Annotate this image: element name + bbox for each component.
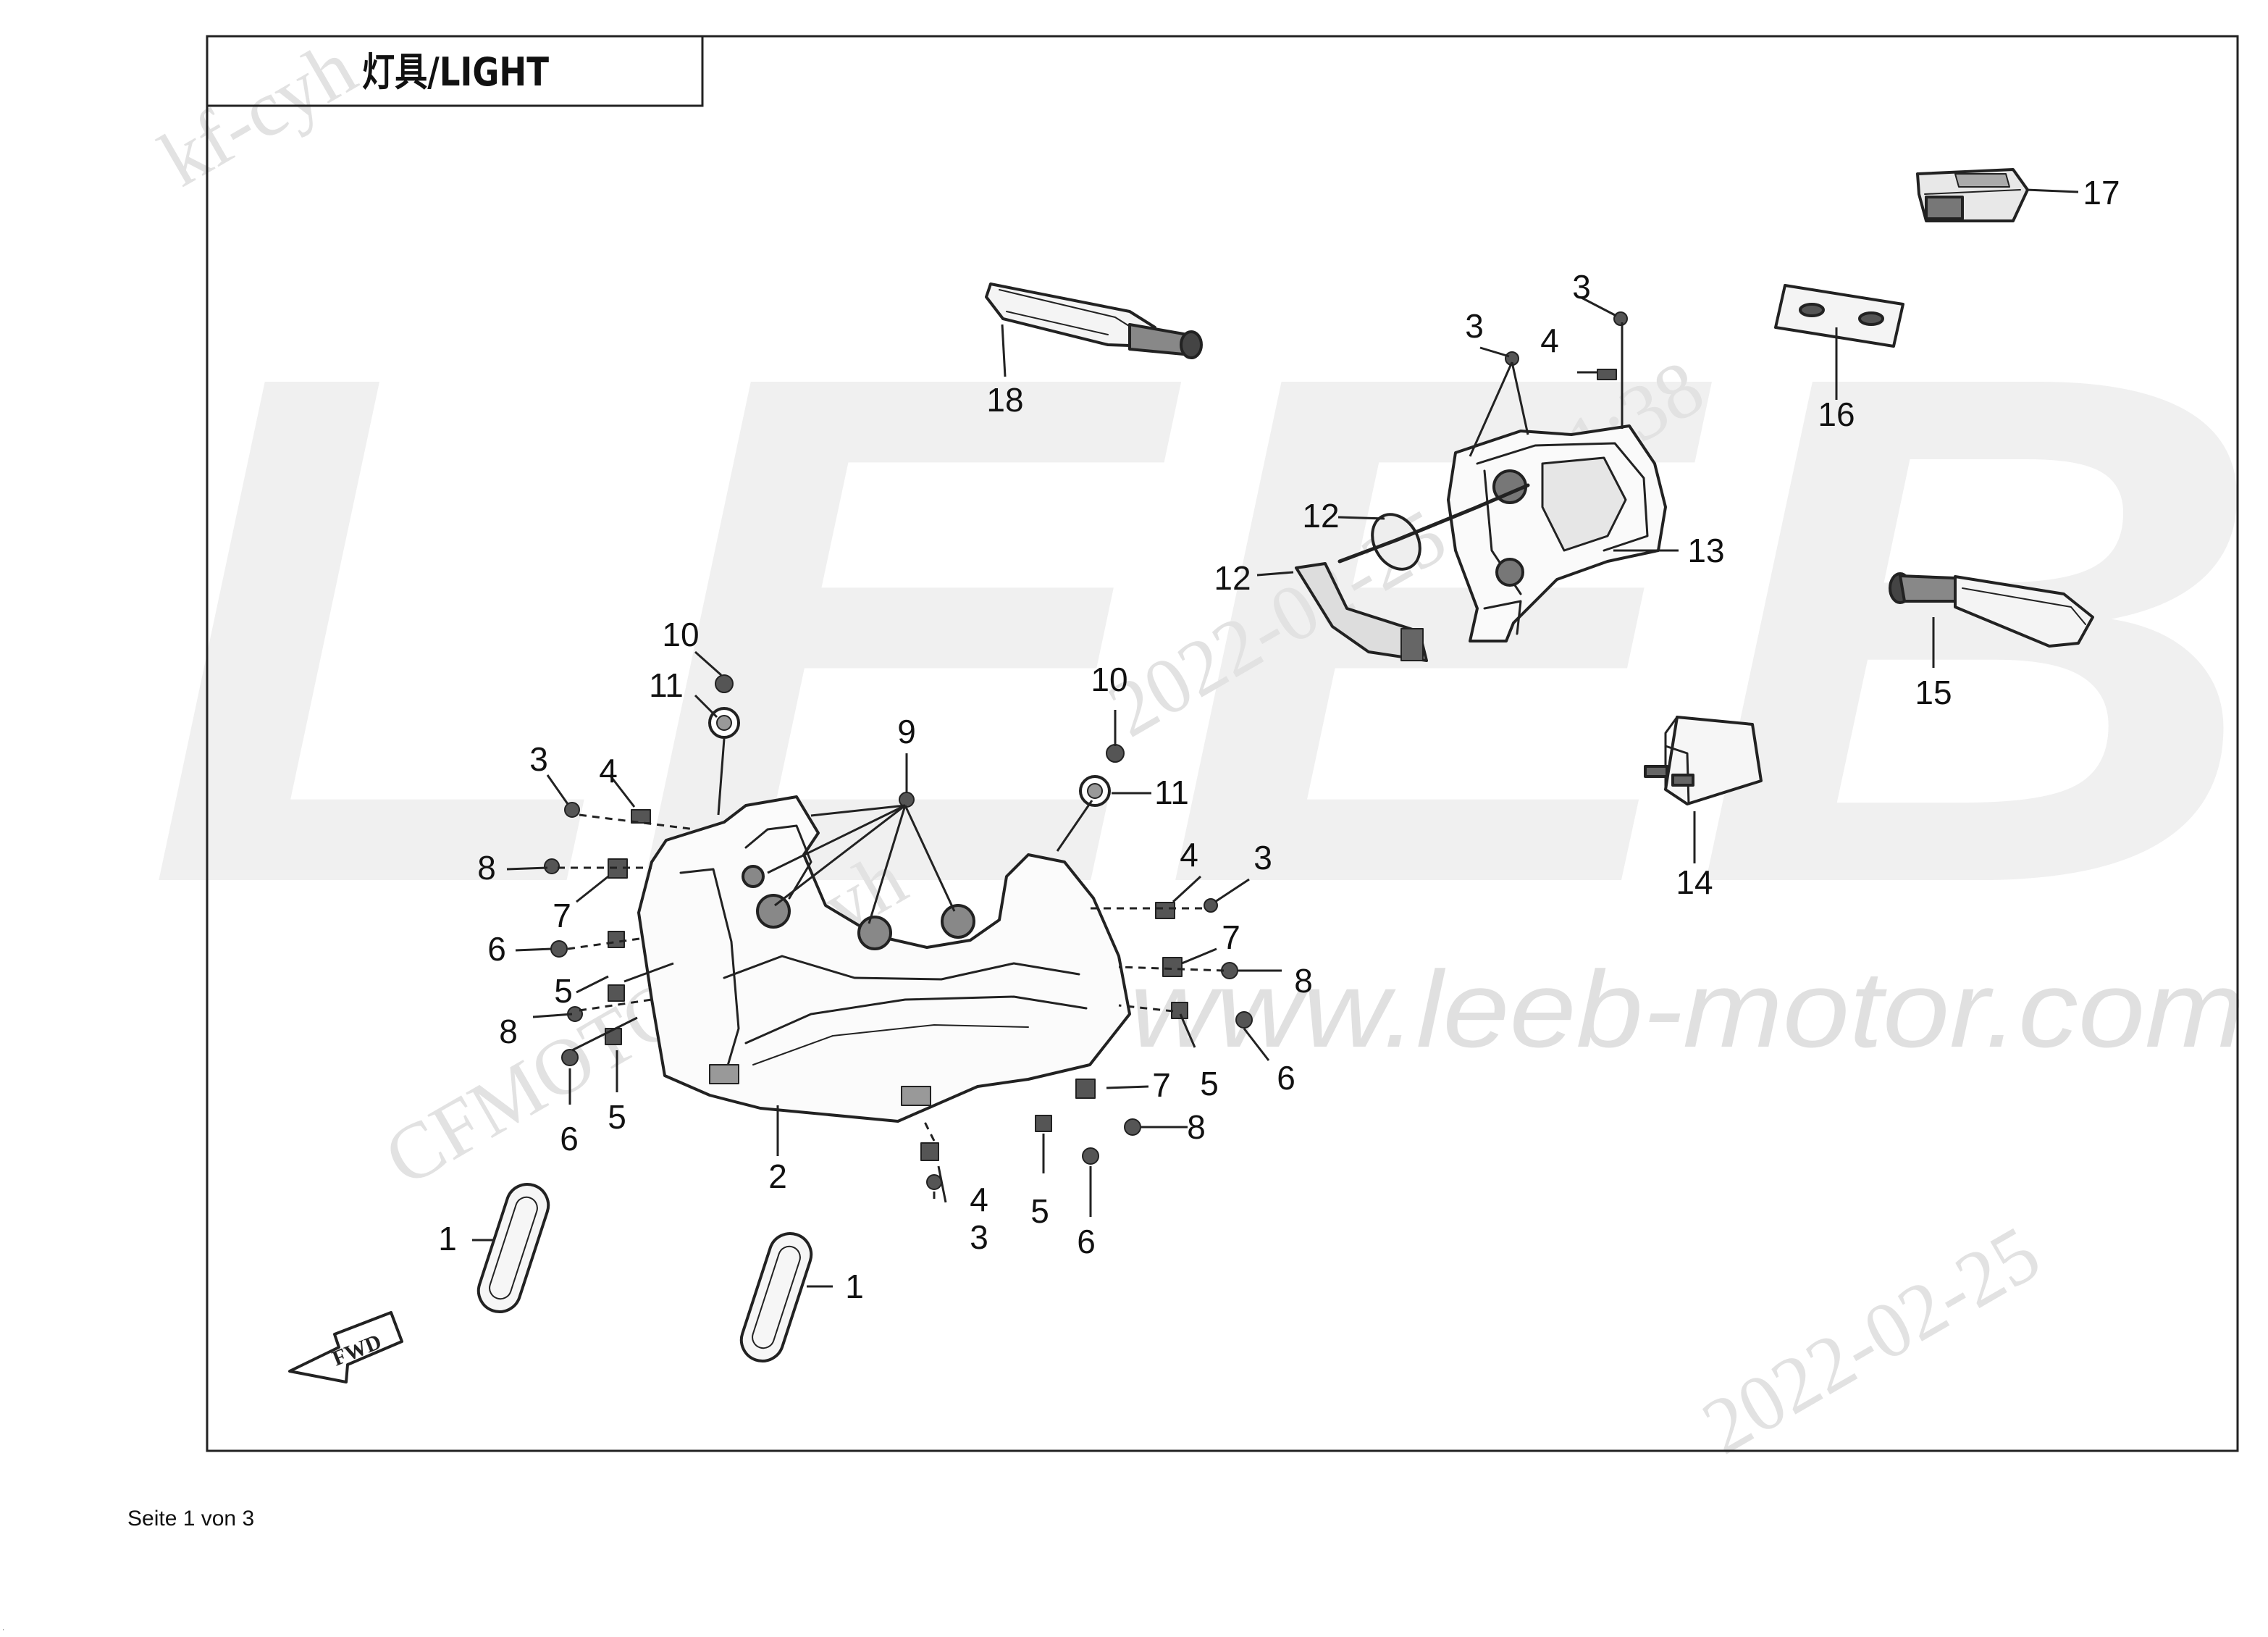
side-reflector-left-icon xyxy=(476,1183,550,1313)
callout-c18: 18 xyxy=(986,381,1023,419)
callout-c16: 16 xyxy=(1818,395,1855,433)
callout-c10a: 10 xyxy=(662,616,699,653)
reflector-lamp-icon xyxy=(1295,483,1530,662)
watermark-layer: LEEB www.leeb-motor.com kf-cyh 2022-02-2… xyxy=(145,23,2267,1471)
callout-c7c: 7 xyxy=(1152,1066,1171,1104)
stray-mark: ' xyxy=(3,1628,4,1635)
watermark-kf-cyh: kf-cyh xyxy=(146,23,370,204)
callout-c13: 13 xyxy=(1687,532,1724,569)
callout-c3c: 3 xyxy=(529,740,548,778)
callout-c12a: 12 xyxy=(1302,497,1339,535)
callout-c17: 17 xyxy=(2083,174,2120,212)
plate-pad-icon xyxy=(1774,284,1904,348)
callout-c8d: 8 xyxy=(1187,1108,1206,1146)
callout-c9: 9 xyxy=(897,713,916,750)
callout-c7a: 7 xyxy=(553,897,571,934)
callout-c6b: 6 xyxy=(560,1120,579,1157)
callout-c5a: 5 xyxy=(554,972,573,1010)
leader-lines xyxy=(472,188,2079,1288)
rear-light-bracket-icon xyxy=(1447,424,1667,642)
callout-c4a: 4 xyxy=(1540,322,1559,359)
callout-c4c: 4 xyxy=(1180,836,1198,874)
side-reflector-right-icon xyxy=(739,1232,813,1362)
callout-c12b: 12 xyxy=(1214,559,1251,597)
callout-c3d: 3 xyxy=(1253,839,1272,876)
drawing-frame xyxy=(206,35,2239,1452)
title-box xyxy=(206,35,704,107)
callout-c6c: 6 xyxy=(1277,1059,1295,1097)
callout-c1a: 1 xyxy=(438,1220,457,1257)
callout-c11a: 11 xyxy=(649,666,684,704)
callout-c6d: 6 xyxy=(1077,1223,1096,1260)
callout-c8a: 8 xyxy=(477,849,496,887)
page-title: 灯具/LIGHT xyxy=(362,49,549,95)
callout-c2: 2 xyxy=(768,1157,787,1195)
plate-light-icon xyxy=(1916,168,2029,222)
callout-c1b: 1 xyxy=(845,1268,864,1305)
callout-c3e: 3 xyxy=(970,1218,988,1256)
callout-c6a: 6 xyxy=(487,930,506,968)
watermark-brand: LEEB xyxy=(145,225,2267,1034)
headlight-assembly-icon xyxy=(637,795,1131,1123)
fwd-arrow-icon: FWD xyxy=(288,1311,403,1383)
callout-c11b: 11 xyxy=(1154,774,1189,811)
callout-c5d: 5 xyxy=(1030,1192,1049,1230)
watermark-website: www.leeb-motor.com xyxy=(1130,948,2245,1070)
callout-c4b: 4 xyxy=(599,752,618,790)
callout-c15: 15 xyxy=(1915,674,1952,711)
turn-signal-left-icon xyxy=(985,282,1203,359)
callout-c3b: 3 xyxy=(1465,307,1484,345)
callout-c10b: 10 xyxy=(1091,661,1127,698)
turn-signal-right-icon xyxy=(1889,572,2094,648)
callout-c5c: 5 xyxy=(1200,1065,1219,1102)
relay-icon xyxy=(1644,716,1763,805)
callout-c4d: 4 xyxy=(970,1181,988,1218)
callout-c5b: 5 xyxy=(608,1098,626,1136)
callout-c8c: 8 xyxy=(1294,962,1313,1000)
callout-c14: 14 xyxy=(1676,863,1713,901)
callout-c7b: 7 xyxy=(1222,918,1240,956)
page-footer: Seite 1 von 3 xyxy=(127,1507,255,1531)
callout-c8b: 8 xyxy=(499,1013,518,1050)
watermark-date: 2022-02-25 xyxy=(1688,1208,2054,1470)
callout-c3a: 3 xyxy=(1572,268,1591,306)
